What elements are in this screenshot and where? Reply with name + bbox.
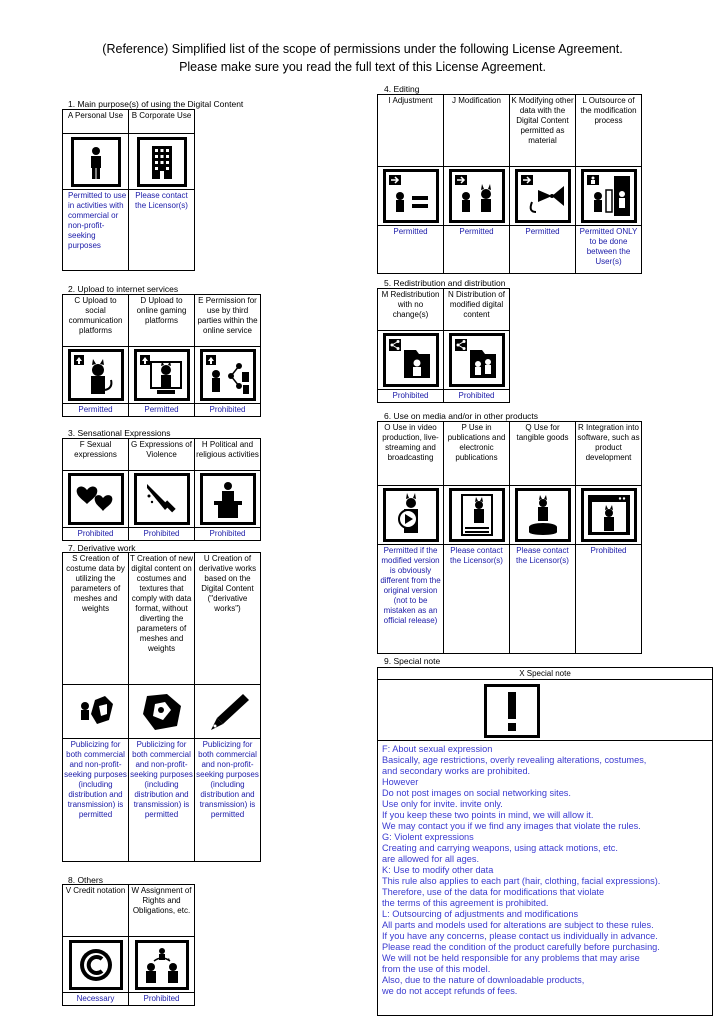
section-4-table: I Adjustment J Modification K Modifying … bbox=[377, 94, 642, 274]
section-9-title: 9. Special note bbox=[384, 656, 441, 666]
modification-icon bbox=[448, 169, 505, 223]
section-5-table: M Redistribution with no change(s) N Dis… bbox=[377, 288, 510, 403]
pen-nib-icon bbox=[202, 689, 253, 734]
section-3-table: F Sexual expressions G Expressions of Vi… bbox=[62, 438, 261, 541]
col-p-label: P Use in publications and electronic pub… bbox=[443, 421, 510, 486]
col-b-label: B Corporate Use bbox=[128, 109, 195, 134]
copyright-icon bbox=[68, 939, 123, 990]
col-p-status: Please contact the Licensor(s) bbox=[443, 544, 510, 654]
section-7-table: S Creation of costume data by utilizing … bbox=[62, 552, 261, 862]
col-j-label: J Modification bbox=[443, 94, 510, 167]
section-3-title: 3. Sensational Expressions bbox=[68, 428, 171, 438]
col-w-status: Prohibited bbox=[128, 992, 195, 1006]
figure-goods-icon bbox=[514, 488, 571, 542]
section-6-title: 6. Use on media and/or in other products bbox=[384, 411, 539, 421]
col-n-label: N Distribution of modified digital conte… bbox=[443, 288, 510, 331]
col-q-status: Please contact the Licensor(s) bbox=[509, 544, 576, 654]
col-j-status: Permitted bbox=[443, 225, 510, 274]
col-t-status: Publicizing for both commercial and non-… bbox=[128, 738, 195, 862]
col-t-label: T Creation of new digital content on cos… bbox=[128, 552, 195, 685]
page-subtitle: Please make sure you read the full text … bbox=[179, 60, 546, 74]
special-note-box: X Special note F: About sexual expressio… bbox=[377, 667, 713, 1016]
special-note-text: F: About sexual expression Basically, ag… bbox=[382, 744, 661, 996]
col-o-label: O Use in video production, live-streamin… bbox=[377, 421, 444, 486]
col-f-status: Prohibited bbox=[62, 527, 129, 541]
col-u-status: Publicizing for both commercial and non-… bbox=[194, 738, 261, 862]
section-8-table: V Credit notation W Assignment of Rights… bbox=[62, 884, 195, 1006]
col-f-label: F Sexual expressions bbox=[62, 438, 129, 471]
special-note-header: X Special note bbox=[378, 668, 712, 680]
hearts-icon bbox=[67, 473, 124, 525]
col-o-status: Permitted if the modified version is obv… bbox=[377, 544, 444, 654]
exclamation-icon bbox=[484, 684, 540, 738]
upload-social-icon bbox=[67, 349, 124, 401]
col-d-label: D Upload to online gaming platforms bbox=[128, 294, 195, 347]
col-s-status: Publicizing for both commercial and non-… bbox=[62, 738, 129, 862]
section-2-title: 2. Upload to internet services bbox=[68, 284, 179, 294]
col-h-status: Prohibited bbox=[194, 527, 261, 541]
col-l-label: L Outsource of the modification process bbox=[575, 94, 642, 167]
section-7-title: 7. Derivative work bbox=[68, 543, 136, 553]
col-v-label: V Credit notation bbox=[62, 884, 129, 937]
col-e-label: E Permission for use by third parties wi… bbox=[194, 294, 261, 347]
col-c-status: Permitted bbox=[62, 403, 129, 417]
upload-gaming-icon bbox=[133, 349, 190, 401]
share-third-party-icon bbox=[199, 349, 256, 401]
col-u-label: U Creation of derivative works based on … bbox=[194, 552, 261, 685]
col-m-status: Prohibited bbox=[377, 389, 444, 403]
col-n-status: Prohibited bbox=[443, 389, 510, 403]
podium-icon bbox=[199, 473, 256, 525]
costume-icon bbox=[70, 689, 121, 734]
section-2-table: C Upload to social communication platfor… bbox=[62, 294, 261, 417]
publication-icon bbox=[448, 488, 505, 542]
col-d-status: Permitted bbox=[128, 403, 195, 417]
col-c-label: C Upload to social communication platfor… bbox=[62, 294, 129, 347]
person-icon bbox=[70, 136, 121, 187]
col-e-status: Prohibited bbox=[194, 403, 261, 417]
page-title: (Reference) Simplified list of the scope… bbox=[102, 42, 623, 56]
col-a-status: Permitted to use in activities with comm… bbox=[62, 189, 129, 271]
distribute-modified-icon bbox=[448, 333, 505, 387]
building-icon bbox=[136, 136, 187, 187]
section-5-title: 5. Redistribution and distribution bbox=[384, 278, 506, 288]
col-s-label: S Creation of costume data by utilizing … bbox=[62, 552, 129, 685]
col-m-label: M Redistribution with no change(s) bbox=[377, 288, 444, 331]
knife-icon bbox=[133, 473, 190, 525]
outsource-icon bbox=[580, 169, 637, 223]
adjustment-icon bbox=[382, 169, 439, 223]
section-1-table: A Personal Use B Corporate Use Permitted… bbox=[62, 109, 195, 271]
col-r-status: Prohibited bbox=[575, 544, 642, 654]
col-i-status: Permitted bbox=[377, 225, 444, 274]
section-6-table: O Use in video production, live-streamin… bbox=[377, 421, 642, 654]
col-v-status: Necessary bbox=[62, 992, 129, 1006]
col-r-label: R Integration into software, such as pro… bbox=[575, 421, 642, 486]
col-l-status: Permitted ONLY to be done between the Us… bbox=[575, 225, 642, 274]
section-8-title: 8. Others bbox=[68, 875, 103, 885]
transfer-icon bbox=[134, 939, 189, 990]
redistribute-icon bbox=[382, 333, 439, 387]
video-icon bbox=[382, 488, 439, 542]
col-k-status: Permitted bbox=[509, 225, 576, 274]
modify-other-icon bbox=[514, 169, 571, 223]
section-4-title: 4. Editing bbox=[384, 84, 420, 94]
col-a-label: A Personal Use bbox=[62, 109, 129, 134]
col-q-label: Q Use for tangible goods bbox=[509, 421, 576, 486]
texture-icon bbox=[136, 689, 187, 734]
col-g-label: G Expressions of Violence bbox=[128, 438, 195, 471]
col-k-label: K Modifying other data with the Digital … bbox=[509, 94, 576, 167]
col-b-status: Please contact the Licensor(s) bbox=[128, 189, 195, 271]
software-icon bbox=[580, 488, 637, 542]
col-w-label: W Assignment of Rights and Obligations, … bbox=[128, 884, 195, 937]
section-1-title: 1. Main purpose(s) of using the Digital … bbox=[68, 99, 244, 109]
col-h-label: H Political and religious activities bbox=[194, 438, 261, 471]
col-g-status: Prohibited bbox=[128, 527, 195, 541]
col-i-label: I Adjustment bbox=[377, 94, 444, 167]
